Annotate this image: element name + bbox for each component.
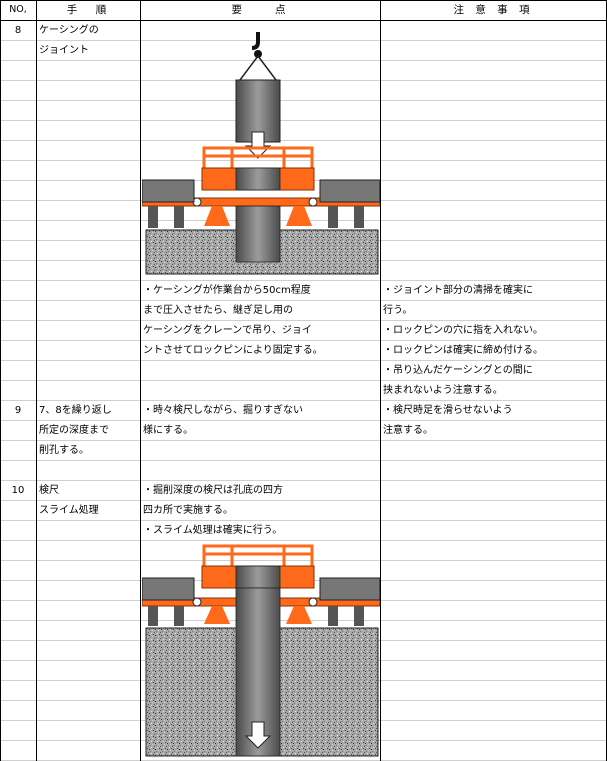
col-border-left bbox=[0, 0, 1, 761]
row-10-procedure-line-1: 検尺 bbox=[39, 485, 59, 496]
col-border-points bbox=[380, 0, 381, 761]
ruled-line bbox=[0, 500, 607, 501]
ruled-line bbox=[0, 320, 607, 321]
ruled-line bbox=[0, 280, 607, 281]
crane-hook-icon bbox=[251, 32, 260, 50]
ruled-line bbox=[0, 140, 607, 141]
ruled-line bbox=[0, 40, 607, 41]
row-8-point-line-1: ・ケーシングが作業台から50cm程度 bbox=[143, 285, 311, 296]
ruled-line bbox=[0, 360, 607, 361]
ruled-line bbox=[0, 160, 607, 161]
ruled-line bbox=[0, 340, 607, 341]
row-8-note-line-1: ・ジョイント部分の清掃を確実に bbox=[383, 285, 533, 296]
table-top-border bbox=[0, 0, 607, 1]
row-8-procedure-line-1: ケーシングの bbox=[39, 25, 99, 36]
ruled-line bbox=[0, 420, 607, 421]
ruled-line bbox=[0, 120, 607, 121]
row-10-point-line-1: ・掘削深度の検尺は孔底の四方 bbox=[143, 485, 283, 496]
down-arrow-icon bbox=[244, 721, 272, 749]
header-bottom-border bbox=[0, 20, 607, 21]
ruled-line bbox=[0, 400, 607, 401]
col-border-procedure bbox=[140, 0, 141, 761]
row-8-procedure-line-2: ジョイント bbox=[39, 45, 89, 56]
row-8-point-line-2: まで圧入させたら、継ぎ足し用の bbox=[143, 305, 293, 316]
ruled-line bbox=[0, 520, 607, 521]
ruled-line bbox=[0, 560, 607, 561]
ruled-line bbox=[0, 480, 607, 481]
row-9-no: 9 bbox=[14, 405, 22, 416]
ruled-line bbox=[0, 440, 607, 441]
header-notes: 注 意 事 項 bbox=[453, 4, 534, 16]
row-10-no: 10 bbox=[11, 485, 25, 496]
row-9-point-line-1: ・時々検尺しながら、掘りすぎない bbox=[143, 405, 303, 416]
row-9-procedure-line-3: 削孔する。 bbox=[39, 445, 89, 456]
row-9-procedure-line-2: 所定の深度まで bbox=[39, 425, 109, 436]
installed-casing bbox=[235, 205, 281, 263]
ruled-line bbox=[0, 300, 607, 301]
row-9-point-line-2: 様にする。 bbox=[143, 425, 194, 436]
ruled-line bbox=[0, 60, 607, 61]
ruled-line bbox=[0, 540, 607, 541]
row-8-note-line-3: ・ロックピンの穴に指を入れない。 bbox=[383, 325, 543, 336]
row-8-note-line-4: ・ロックピンは確実に締め付ける。 bbox=[383, 345, 543, 356]
header-procedure: 手 順 bbox=[66, 4, 111, 16]
header-points: 要 点 bbox=[231, 4, 290, 16]
col-border-no bbox=[36, 0, 37, 761]
borehole-inspection-illustration bbox=[142, 544, 380, 757]
row-10-point-line-2: 四カ所で実施する。 bbox=[143, 505, 233, 516]
row-9-procedure-line-1: 7、8を繰り返し bbox=[39, 405, 112, 416]
row-10-point-line-3: ・スライム処理は確実に行う。 bbox=[143, 525, 283, 536]
ruled-line bbox=[0, 380, 607, 381]
row-8-no: 8 bbox=[14, 25, 22, 36]
row-8-note-line-6: 挟まれないよう注意する。 bbox=[383, 385, 503, 396]
casing-joint-illustration bbox=[142, 32, 380, 275]
ruled-line bbox=[0, 460, 607, 461]
row-9-note-line-1: ・検尺時足を滑らせないよう bbox=[383, 405, 513, 416]
row-8-note-line-5: ・吊り込んだケーシングとの間に bbox=[383, 365, 533, 376]
header-no: NO, bbox=[9, 4, 27, 15]
row-9-note-line-2: 注意する。 bbox=[383, 425, 433, 436]
down-arrow-icon bbox=[244, 131, 272, 159]
ruled-line bbox=[0, 100, 607, 101]
row-8-point-line-3: ケーシングをクレーンで吊り、ジョイ bbox=[143, 325, 312, 336]
row-8-note-line-2: 行う。 bbox=[383, 305, 413, 316]
row-8-point-line-4: ントさせてロックピンにより固定する。 bbox=[143, 345, 323, 356]
row-10-procedure-line-2: スライム処理 bbox=[39, 505, 99, 516]
ruled-line bbox=[0, 80, 607, 81]
